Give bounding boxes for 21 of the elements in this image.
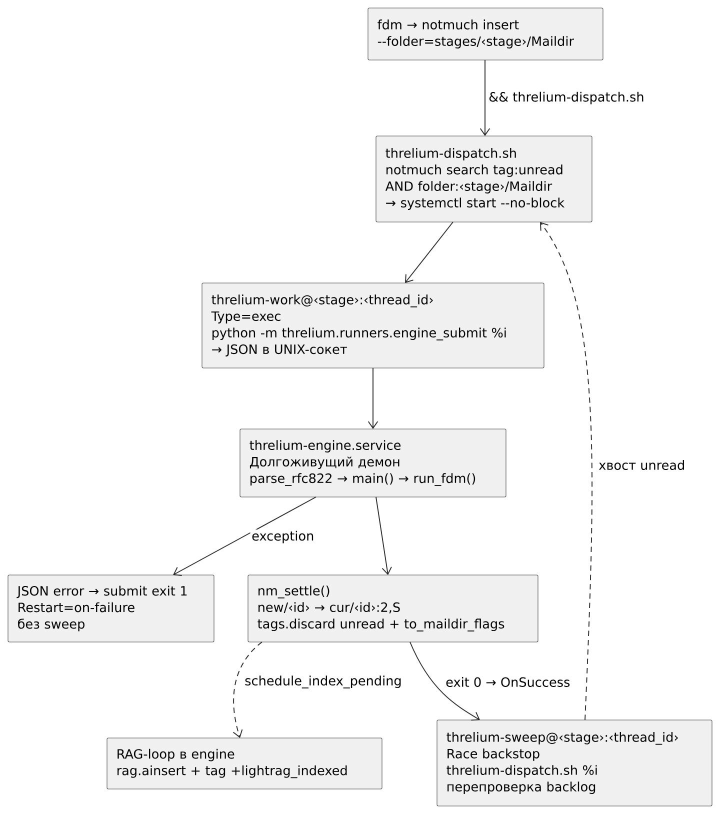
process-box: threlium-work@‹stage›:‹thread_id› Type=exec python -m threlium.runners.engine_submit %i → JSON в UNIX-сокет: [202, 282, 544, 368]
process-box: nm_settle() new/‹id› → cur/‹id›:2,S tags.discard unread + to_maildir_flags: [248, 574, 538, 642]
arrow: [173, 496, 316, 576]
process-box: threlium-engine.service Долгоживущий демон parse_rfc822 → main() → run_fdm(): [240, 428, 506, 498]
arrow: [480, 60, 490, 136]
edge-label: exit 0 → OnSuccess: [444, 676, 572, 688]
edge-label: && threlium-dispatch.sh: [487, 90, 646, 106]
edge-label: schedule_index_pending: [243, 674, 404, 690]
process-box: JSON error → submit exit 1 Restart=on-failure без sweep: [8, 574, 214, 642]
arrow: [368, 368, 378, 429]
arrow: [232, 642, 262, 738]
edge-label: exception: [250, 529, 316, 545]
process-box: RAG-loop в engine rag.ainsert + tag +lightrag_indexed: [106, 738, 382, 790]
arrow: [376, 496, 392, 575]
process-box: fdm → notmuch insert --folder=stages/‹stage›/Maildir: [368, 8, 604, 60]
process-box: threlium-sweep@‹stage›:‹thread_id› Race backstop threlium-dispatch.sh %i перепроверка backlog: [436, 720, 712, 806]
arrow: [405, 222, 454, 284]
process-box: threlium-dispatch.sh notmuch search tag:unread AND folder:‹stage›/Maildir → systemctl start --no-block: [376, 136, 592, 222]
arrow: [410, 642, 480, 721]
arrow: [540, 222, 592, 720]
edge-label: хвост unread: [597, 458, 686, 472]
